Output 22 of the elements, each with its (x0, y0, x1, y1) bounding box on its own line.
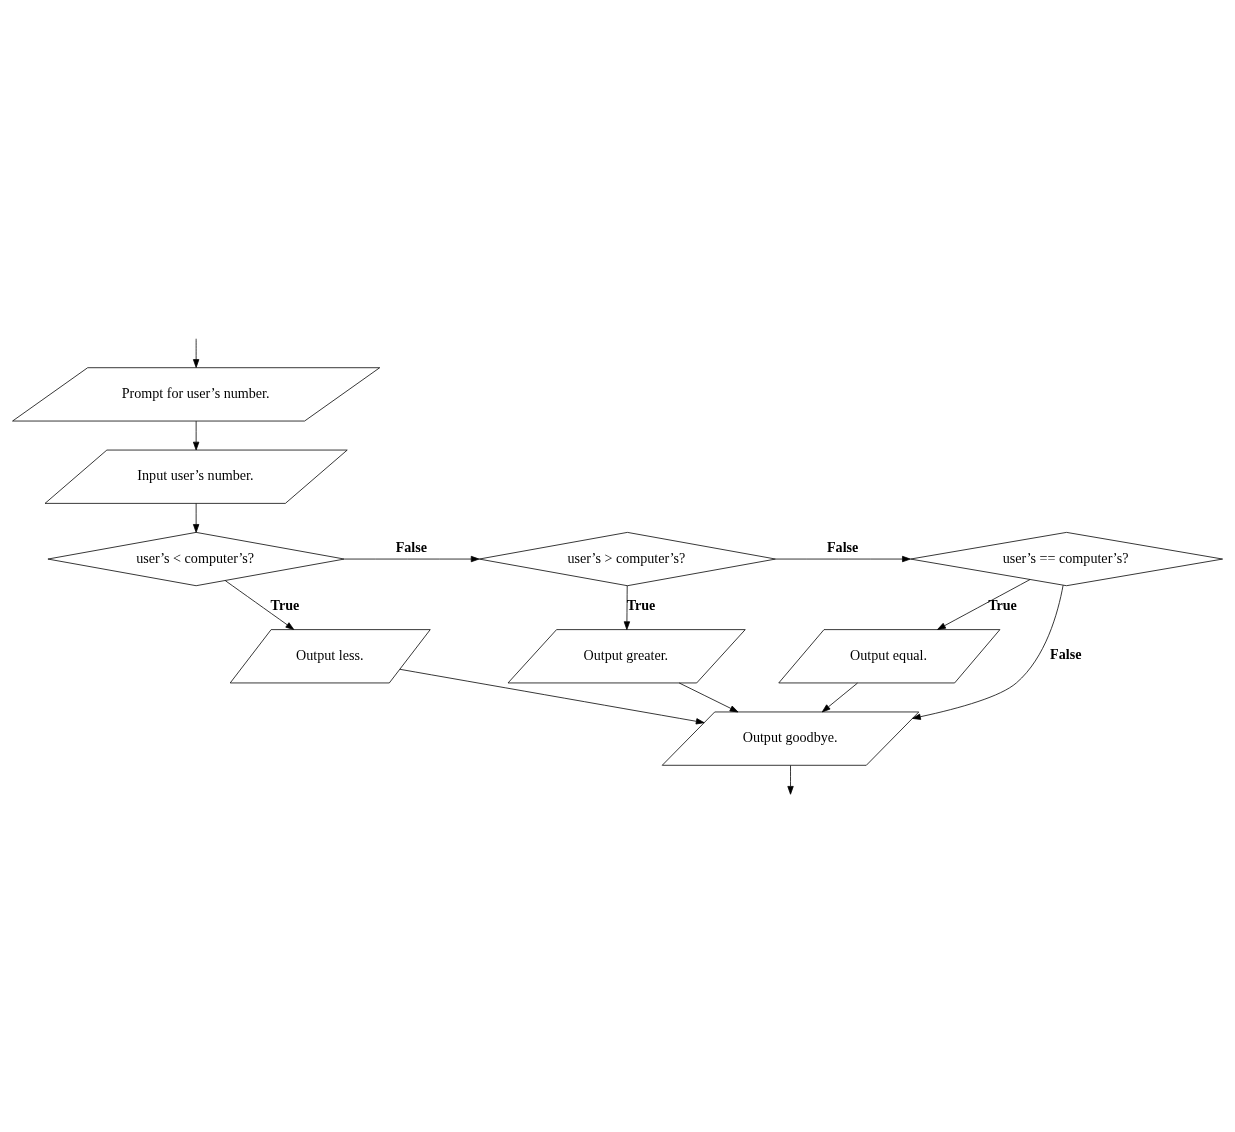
arrow (344, 555, 480, 562)
arrow (193, 337, 200, 368)
edge-label: False (395, 538, 428, 555)
arrow (821, 682, 858, 712)
arrow (193, 502, 200, 533)
node-diamond: user’s == computer’s? (910, 531, 1223, 586)
edge-label: False (826, 538, 859, 555)
arrow (193, 420, 200, 450)
arrow (787, 764, 794, 795)
arrow (937, 578, 1031, 630)
edge-label: True (270, 596, 300, 613)
edge-label: False (1050, 645, 1082, 662)
arrow (399, 668, 705, 724)
arrow (678, 682, 739, 712)
edge-label: True (988, 596, 1017, 613)
arrow (224, 579, 295, 630)
arrow (912, 584, 1064, 720)
arrow (775, 555, 911, 562)
node-diamond: user’s > computer’s? (478, 531, 776, 586)
arrow (623, 584, 631, 630)
edge-label: True (626, 596, 656, 613)
node-diamond: user’s < computer’s? (47, 531, 345, 586)
